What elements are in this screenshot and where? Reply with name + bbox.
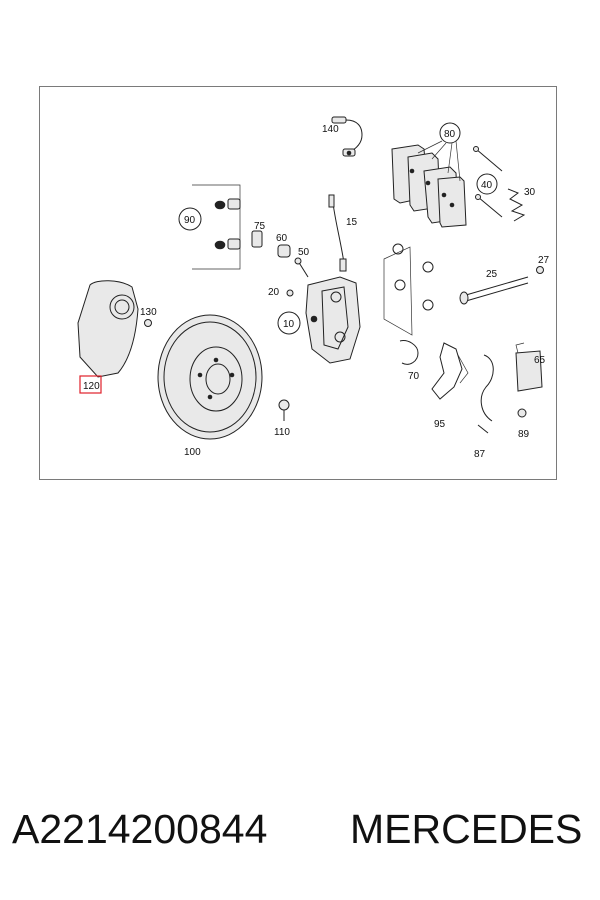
callout-10-ring [277,311,301,335]
caliper-10 [305,276,361,364]
callout-20[interactable]: 20 [268,287,280,298]
callout-90[interactable]: 90 [184,215,196,226]
dust-shield-120 [77,280,139,378]
bracket-95 [431,342,469,400]
callout-70[interactable]: 70 [408,371,420,382]
bushings-90 [192,184,241,270]
guide-bolt-25 [459,276,529,305]
brake-hose-15 [328,194,347,272]
spring-clip-87 [477,354,494,434]
callout-25[interactable]: 25 [486,269,498,280]
callout-120[interactable]: 120 [83,381,100,392]
callout-95[interactable]: 95 [434,419,446,430]
callout-27[interactable]: 27 [538,255,550,266]
wear-sensor-140 [331,116,363,157]
callout-80-ring [439,122,461,144]
callout-89[interactable]: 89 [518,429,530,440]
brake-exploded-view: 140 80 40 30 90 75 60 50 [77,116,550,460]
callout-100[interactable]: 100 [184,447,201,458]
brake-pads-80 [391,144,467,228]
brake-pad-65 [515,342,543,392]
brake-disc-100 [157,314,263,440]
product-footer: A2214200844 MERCEDES [0,800,600,870]
callout-140[interactable]: 140 [322,124,339,135]
seals-70 [383,243,434,365]
brand-name: MERCEDES [350,806,583,852]
screw-20 [286,289,294,297]
part-number: A2214200844 [12,806,268,852]
callout-110[interactable]: 110 [274,427,290,438]
callout-15[interactable]: 15 [346,217,358,228]
callout-40[interactable]: 40 [481,180,493,191]
bolt-89 [517,408,527,418]
bolt-75 [251,230,263,248]
bolt-110 [278,399,290,421]
callout-87[interactable]: 87 [474,449,486,460]
bolt-130 [144,319,152,327]
spring-30 [507,188,526,222]
callout-30[interactable]: 30 [524,187,536,198]
callout-50[interactable]: 50 [298,247,310,258]
callout-60[interactable]: 60 [276,233,288,244]
callout-10[interactable]: 10 [283,319,295,330]
guide-pins-40 [473,146,503,218]
callout-90-ring [178,207,202,231]
callout-80[interactable]: 80 [444,129,456,140]
callout-40-ring [476,173,498,195]
cap-60 [277,244,291,258]
callout-130[interactable]: 130 [140,307,157,318]
callout-75[interactable]: 75 [254,221,266,232]
highlight-box-120 [79,375,102,394]
bolt-27 [536,266,544,274]
parts-diagram: 140 80 40 30 90 75 60 50 [39,86,557,480]
callout-65[interactable]: 65 [534,355,546,366]
